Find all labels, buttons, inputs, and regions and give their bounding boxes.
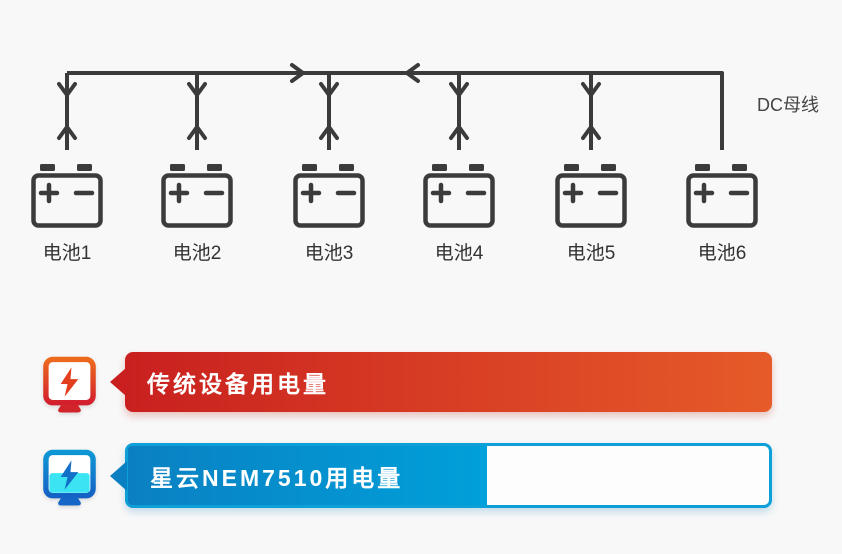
bus-arrow-right-icon [290,63,305,83]
lightning-bolt-icon [60,367,79,397]
battery3-label: 电池3 [305,242,354,264]
battery2-feeder-line [187,71,207,152]
battery5-icon [558,164,625,226]
nem7510-usage-fill [128,446,487,505]
traditional-usage-bar: 传统设备用电量 [125,352,772,412]
battery2-icon [164,164,231,226]
battery6-label: 电池6 [698,242,747,264]
battery4-label: 电池4 [435,242,484,264]
battery6-icon [689,164,756,226]
battery1-icon [34,164,101,226]
dc-bus-line [67,71,724,150]
battery1-label: 电池1 [43,242,92,264]
battery5-feeder-line [581,71,601,152]
battery4-icon [426,164,493,226]
battery4-feeder-line [449,71,469,152]
battery5-label: 电池5 [567,242,616,264]
battery-bus-diagram: 电池1 电池2 电池3 电池4 电池5 电池6 [0,63,842,264]
battery3-icon [296,164,363,226]
lightning-bolt-icon [60,460,79,490]
dc-bus-label: DC母线 [757,95,819,115]
nem7510-usage-bar: 星云NEM7510用电量 [125,443,772,508]
battery1-feeder-line [57,71,77,152]
battery2-label: 电池2 [173,242,222,264]
lightning-meter-icon-blue [42,449,97,507]
nem7510-usage-label: 星云NEM7510用电量 [150,464,404,491]
traditional-usage-label: 传统设备用电量 [147,371,329,397]
lightning-meter-icon-red [42,356,97,414]
battery3-feeder-line [319,71,339,152]
bus-arrow-left-icon [405,63,420,83]
